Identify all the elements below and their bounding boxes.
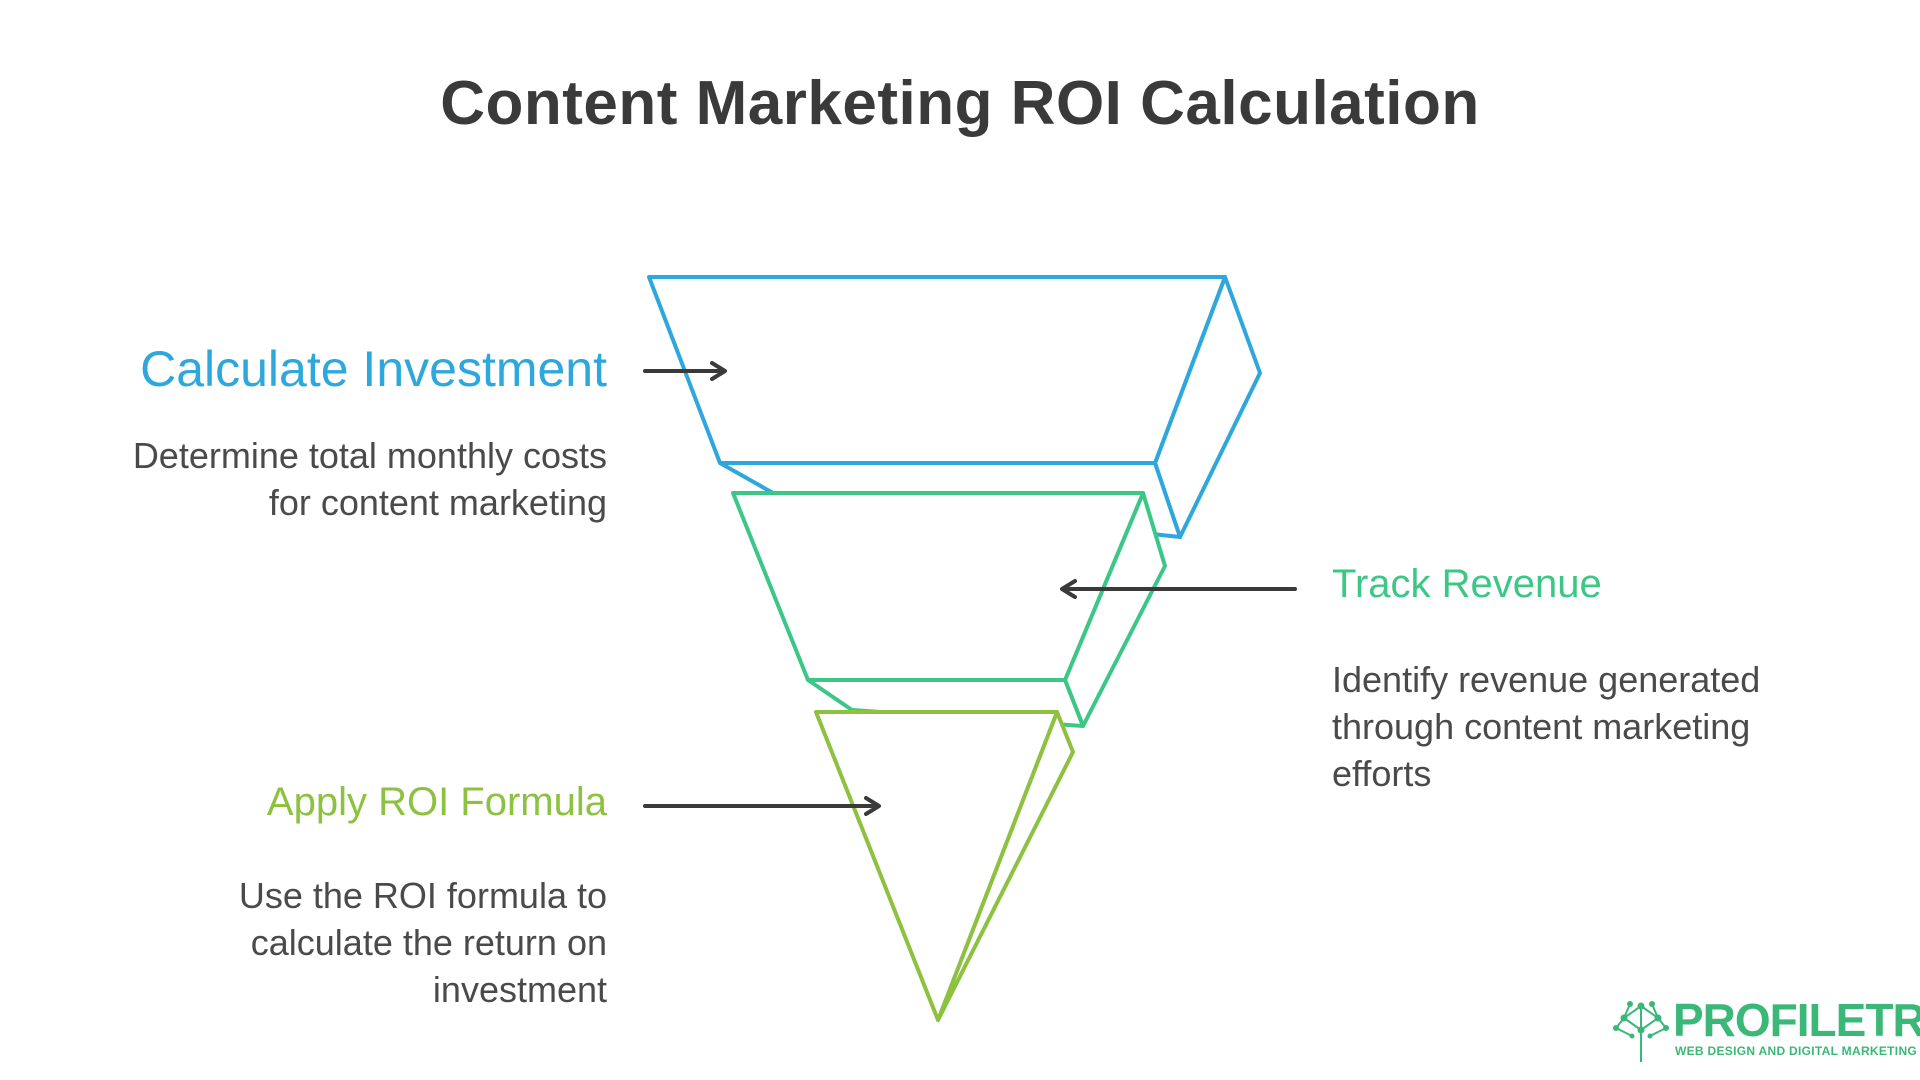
step-revenue-heading: Track Revenue	[1332, 562, 1602, 606]
step-investment-description: Determine total monthly costs for conten…	[132, 435, 607, 523]
tree-network-icon	[1613, 1001, 1669, 1062]
funnel-layer-revenue	[731, 491, 1167, 728]
step-investment-heading: Calculate Investment	[140, 341, 607, 397]
logo-wordmark: PROFILETREE	[1673, 994, 1920, 1046]
funnel-revenue-front	[731, 491, 1145, 682]
funnel-investment-front	[647, 275, 1227, 465]
funnel-formula-front	[814, 710, 1059, 1022]
profiletree-logo: PROFILETREE WEB DESIGN AND DIGITAL MARKE…	[1610, 996, 1920, 1066]
step-formula-heading: Apply ROI Formula	[266, 780, 607, 824]
page-title: Content Marketing ROI Calculation	[440, 69, 1480, 138]
funnel-layer-formula	[814, 710, 1075, 1022]
step-formula-description: Use the ROI formula to calculate the ret…	[238, 875, 607, 1010]
logo-tagline: WEB DESIGN AND DIGITAL MARKETING	[1675, 1044, 1918, 1058]
step-revenue-description: Identify revenue generated through conte…	[1332, 659, 1761, 794]
